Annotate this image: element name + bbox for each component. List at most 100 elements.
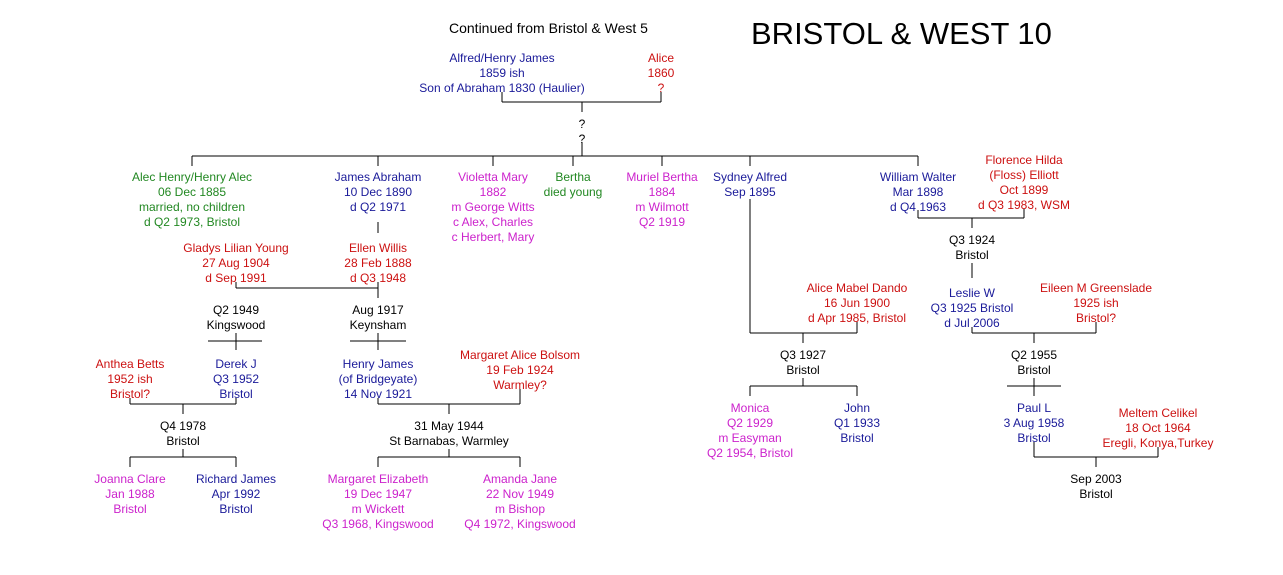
person-node-line: Bristol bbox=[840, 431, 873, 445]
person-node-line: Gladys Lilian Young bbox=[183, 241, 288, 255]
person-node-line: Q2 1955 bbox=[1011, 348, 1057, 362]
person-node-line: Q2 1949 bbox=[213, 303, 259, 317]
page-subtitle: Continued from Bristol & West 5 bbox=[449, 20, 648, 36]
person-node-line: m George Witts bbox=[451, 200, 534, 214]
person-node-line: Alfred/Henry James bbox=[449, 51, 554, 65]
person-node-line: Alice Mabel Dando bbox=[807, 281, 908, 295]
person-node-line: Bristol? bbox=[110, 387, 150, 401]
person-node-line: Ellen Willis bbox=[349, 241, 407, 255]
person-node-line: Keynsham bbox=[350, 318, 407, 332]
person-node-line: Son of Abraham 1830 (Haulier) bbox=[419, 81, 584, 95]
person-node-line: Florence Hilda bbox=[985, 153, 1063, 167]
person-node-line: m Bishop bbox=[495, 502, 545, 516]
person-node-line: 10 Dec 1890 bbox=[344, 185, 412, 199]
person-node-line: Monica bbox=[731, 401, 770, 415]
person-node-henry-james: Henry James(of Bridgeyate)14 Nov 1921 bbox=[339, 357, 418, 401]
person-node-line: Q3 1952 bbox=[213, 372, 259, 386]
person-node-line: 18 Oct 1964 bbox=[1125, 421, 1191, 435]
person-node-line: Kingswood bbox=[207, 318, 266, 332]
person-node-line: 1925 ish bbox=[1073, 296, 1118, 310]
person-node-line: m Easyman bbox=[718, 431, 781, 445]
person-node-line: Warmley? bbox=[493, 378, 547, 392]
person-node-line: Meltem Celikel bbox=[1119, 406, 1198, 420]
person-node-line: Q2 1929 bbox=[727, 416, 773, 430]
person-node-line: Q2 1954, Bristol bbox=[707, 446, 793, 460]
person-node-line: d Sep 1991 bbox=[205, 271, 267, 285]
person-node-line: Q1 1933 bbox=[834, 416, 880, 430]
person-node-line: Bristol bbox=[1079, 487, 1112, 501]
person-node-line: d Q2 1971 bbox=[350, 200, 406, 214]
person-node-line: 1860 bbox=[648, 66, 675, 80]
person-node-line: William Walter bbox=[880, 170, 956, 184]
person-node-line: Margaret Elizabeth bbox=[328, 472, 429, 486]
person-node-line: Leslie W bbox=[949, 286, 996, 300]
person-node-line: Alec Henry/Henry Alec bbox=[132, 170, 252, 184]
person-node-line: d Apr 1985, Bristol bbox=[808, 311, 906, 325]
person-node-line: ? bbox=[579, 117, 586, 131]
person-node-line: Q3 1927 bbox=[780, 348, 826, 362]
person-node-line: 1859 ish bbox=[479, 66, 524, 80]
person-node-line: 1952 ish bbox=[107, 372, 152, 386]
person-node-line: Apr 1992 bbox=[212, 487, 261, 501]
person-node-line: Eileen M Greenslade bbox=[1040, 281, 1152, 295]
person-node-line: ? bbox=[658, 81, 665, 95]
person-node-line: John bbox=[844, 401, 870, 415]
person-node-line: 3 Aug 1958 bbox=[1004, 416, 1065, 430]
person-node-line: m Wickett bbox=[352, 502, 405, 516]
person-node-line: James Abraham bbox=[335, 170, 422, 184]
person-node-line: 28 Feb 1888 bbox=[344, 256, 412, 270]
connector-lines bbox=[129, 92, 1159, 467]
person-node-line: Bristol bbox=[955, 248, 988, 262]
person-node-line: d Q3 1948 bbox=[350, 271, 406, 285]
person-node-line: Bristol bbox=[219, 387, 252, 401]
person-node-line: (of Bridgeyate) bbox=[339, 372, 418, 386]
person-node-line: d Q4 1963 bbox=[890, 200, 946, 214]
person-node-line: Q2 1919 bbox=[639, 215, 685, 229]
person-node-line: Bristol? bbox=[1076, 311, 1116, 325]
person-node-line: 19 Feb 1924 bbox=[486, 363, 554, 377]
person-node-line: Q3 1924 bbox=[949, 233, 995, 247]
person-node-line: 14 Nov 1921 bbox=[344, 387, 412, 401]
person-node-line: Eregli, Konya,Turkey bbox=[1103, 436, 1214, 450]
person-node-line: Q4 1972, Kingswood bbox=[464, 517, 575, 531]
person-node-line: Aug 1917 bbox=[352, 303, 404, 317]
person-node-line: Jan 1988 bbox=[105, 487, 155, 501]
person-node-line: Q3 1968, Kingswood bbox=[322, 517, 433, 531]
person-node-line: Sep 2003 bbox=[1070, 472, 1122, 486]
page-title: BRISTOL & WEST 10 bbox=[751, 16, 1052, 51]
person-node-line: died young bbox=[544, 185, 603, 199]
person-node-line: Paul L bbox=[1017, 401, 1051, 415]
person-node-line: Amanda Jane bbox=[483, 472, 557, 486]
person-node-line: m Wilmott bbox=[635, 200, 689, 214]
person-node-line: 27 Aug 1904 bbox=[202, 256, 270, 270]
person-node-line: Bertha bbox=[555, 170, 591, 184]
person-node-line: 1884 bbox=[649, 185, 676, 199]
person-node-line: c Alex, Charles bbox=[453, 215, 533, 229]
